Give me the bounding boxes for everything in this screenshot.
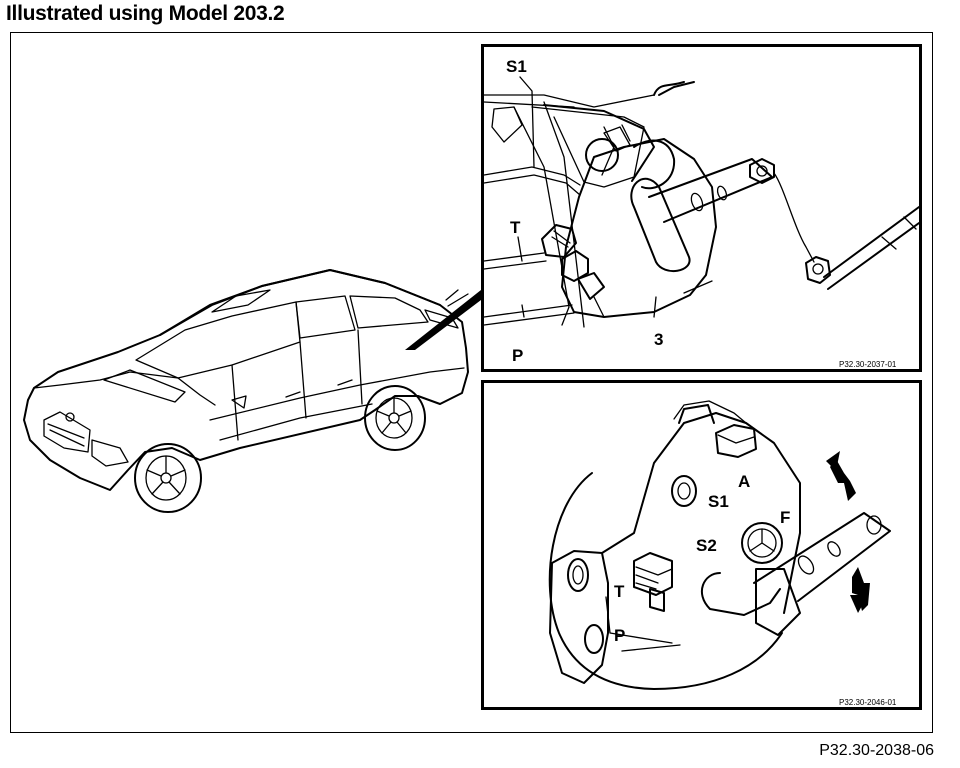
- bottom-panel-reference: P32.30-2046-01: [839, 698, 897, 707]
- level-sensor-detail-drawing: A S1 F S2 T P P32.30-2046-01: [548, 400, 897, 707]
- label-p: P: [614, 626, 625, 645]
- figure-reference: P32.30-2038-06: [819, 742, 934, 759]
- up-arrow-icon: [830, 459, 856, 501]
- label-s2: S2: [696, 536, 717, 555]
- diagram-frame: [10, 32, 933, 733]
- top-panel-reference: P32.30-2037-01: [839, 360, 897, 369]
- top-detail-panel: S1 T P 3 P32.30-2037-01: [481, 44, 922, 372]
- down-arrow-icon: [852, 567, 870, 611]
- label-t: T: [510, 218, 521, 237]
- level-sensor-installed-drawing: S1 T P 3 P32.30-2037-01: [484, 57, 919, 369]
- front-wheel: [134, 443, 202, 513]
- label-part-3: 3: [654, 330, 663, 349]
- label-f: F: [780, 508, 790, 527]
- label-t: T: [614, 582, 625, 601]
- label-s1: S1: [506, 57, 527, 76]
- diagram-heading: Illustrated using Model 203.2: [6, 2, 285, 25]
- leader-line: [405, 290, 481, 350]
- label-a: A: [738, 472, 750, 491]
- label-s1: S1: [708, 492, 729, 511]
- bottom-detail-panel: A S1 F S2 T P P32.30-2046-01: [481, 380, 922, 710]
- rear-wheel: [364, 385, 426, 451]
- label-p: P: [512, 346, 523, 365]
